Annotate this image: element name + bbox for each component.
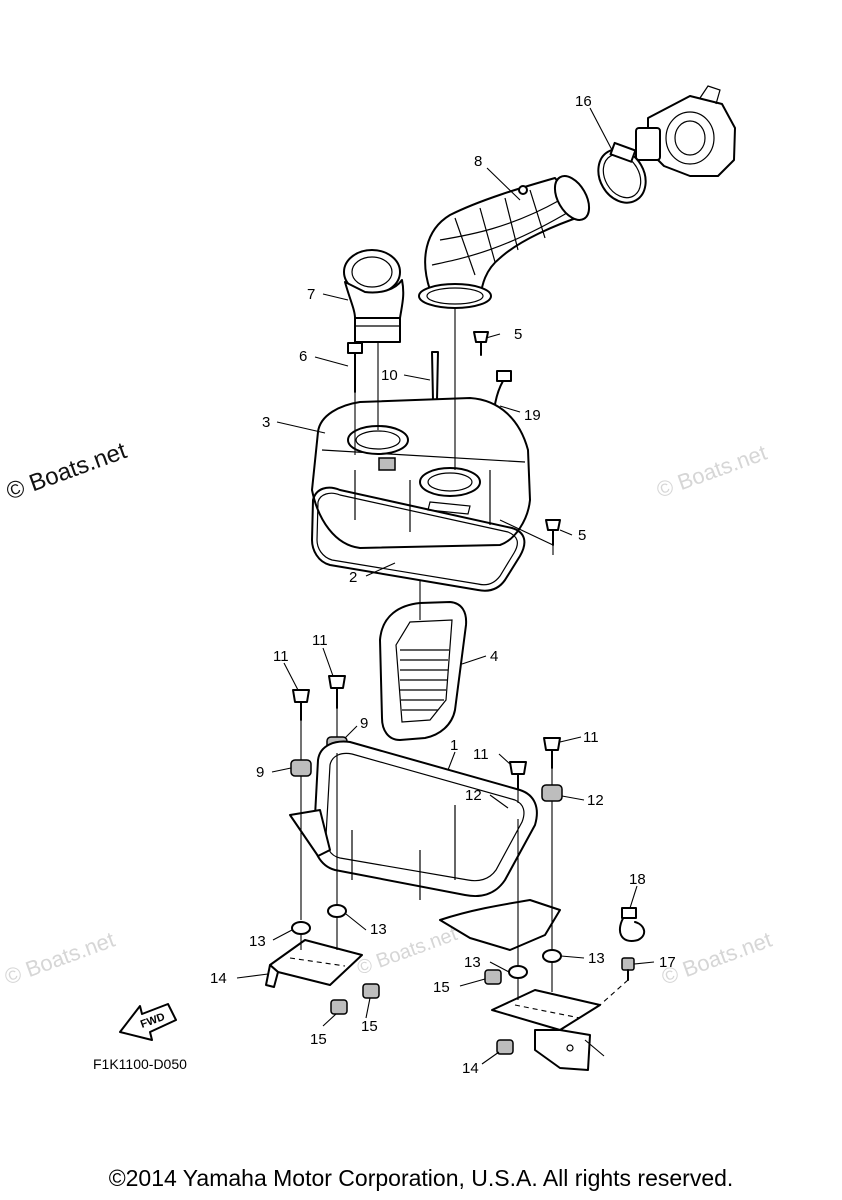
callout-16: 16 [575,93,592,110]
callout-14-left: 14 [210,970,227,987]
callout-15-b: 15 [310,1031,327,1048]
watermark-right-upper: © Boats.net [653,440,770,503]
nut-15-b [362,983,380,999]
damper-9-a [290,759,312,777]
throttle-body [635,85,736,177]
callout-13-c: 13 [464,954,481,971]
callout-3: 3 [262,414,270,431]
bracket-14-left [265,939,363,988]
gasket-2 [311,486,526,592]
leader-lines [236,107,655,1065]
callout-5-upper: 5 [514,326,522,343]
callout-7: 7 [307,286,315,303]
damper-12-b [541,784,563,802]
washer-13-d [542,949,562,963]
bolt-6 [347,342,363,393]
callout-11-c: 11 [473,746,489,763]
hose-18 [618,907,646,942]
bolt-5-lower [545,519,561,546]
callout-15-d: 14 [462,1060,479,1077]
callout-1: 1 [450,737,458,754]
callout-13-d: 13 [588,950,605,967]
callout-15-a: 15 [433,979,450,996]
nut-15-a [330,999,348,1015]
intake-duct [418,175,591,309]
callout-4: 4 [490,648,498,665]
callout-17: 17 [659,954,676,971]
callout-6: 6 [299,348,307,365]
callout-11-d: 11 [583,729,599,746]
watermark-right-lower: © Boats.net [658,927,775,990]
bolt-11-b [328,675,346,709]
callouts: 16 8 7 5 6 10 19 3 2 5 4 11 11 9 9 1 11 … [210,93,676,1077]
callout-5-lower: 5 [578,527,586,544]
callout-13-b: 13 [370,921,387,938]
filter-element [379,601,468,741]
bolt-11-d [543,737,561,769]
nut-15-d [496,1039,514,1055]
washer-13-c [508,965,528,979]
sensor-17 [621,957,635,981]
copyright-notice: ©2014 Yamaha Motor Corporation, U.S.A. A… [108,1165,734,1191]
callout-9-b: 9 [256,764,264,781]
fwd-arrow-icon: FWD [119,1003,177,1041]
nut-15-c [484,969,502,985]
bracket-14-right [491,989,601,1071]
inlet-elbow [343,249,405,343]
washer-13-a [291,921,311,935]
callout-11-a: 11 [273,648,289,665]
diagram-code: F1K1100-D050 [93,1056,187,1072]
watermark-left-lower: © Boats.net [1,927,118,990]
bolt-11-a [292,689,310,721]
callout-11-b: 11 [312,632,328,649]
callout-12-a: 12 [465,787,482,804]
bolt-11-c [509,761,527,791]
airbox-case [289,740,561,951]
callout-9-a: 9 [360,715,368,732]
clamp-16 [597,141,647,204]
guide-lines [300,308,629,1006]
callout-13-a: 13 [249,933,266,950]
filter-element-pleats [400,649,449,711]
washer-13-b [327,904,347,918]
callout-18: 18 [629,871,646,888]
watermark-left-main: © Boats.net [3,437,131,505]
bolt-5-upper [473,331,489,356]
callout-10: 10 [381,367,398,384]
callout-2: 2 [349,569,357,586]
callout-12-b: 12 [587,792,604,809]
callout-15-c: 15 [361,1018,378,1035]
callout-8: 8 [474,153,482,170]
callout-19: 19 [524,407,541,424]
